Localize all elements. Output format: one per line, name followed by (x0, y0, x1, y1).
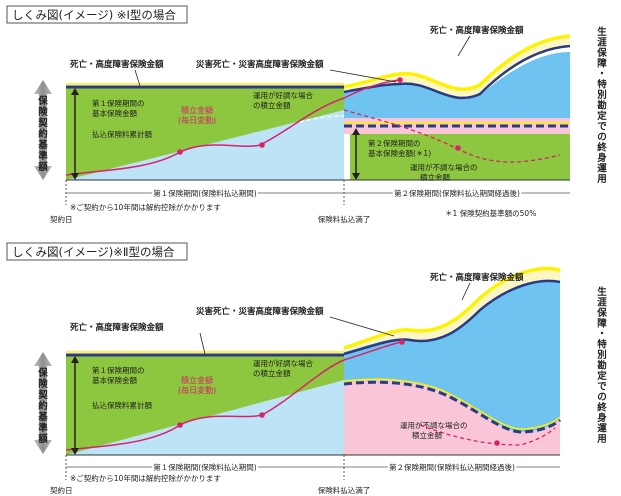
panel1-reserve-dot-4 (455, 145, 461, 151)
panel2-sky-area (344, 280, 560, 432)
panel1-death-left-leader (134, 69, 141, 87)
panel2-header: しくみ図(イメージ)※Ⅱ型の場合 (12, 245, 175, 259)
panel1-basic2-line2: 基本保険金額(＊1) (368, 148, 431, 158)
panel1-reserve-line (65, 79, 401, 176)
panel2-basic1-arrow (71, 356, 79, 455)
side-label-top: 生涯保障・特別勘定での終身運用 (596, 26, 607, 185)
panel2-reserve-dot-4 (494, 440, 500, 446)
panel1-sky-area (344, 52, 570, 124)
panel1-good-line2: の積立金額 (253, 100, 291, 110)
panel2-axis-label: 保険契約基準額 (37, 367, 48, 445)
panel1-disaster-benefit: 災害死亡・災害高度障害保険金額 (195, 59, 324, 70)
panel2-axis-arrow: 保険契約基準額 (34, 352, 52, 454)
panel1-reserve-line2: (毎日変動) (178, 115, 216, 125)
panel2-basic2-curve (343, 380, 562, 434)
panel1-bad-line1: 運用が不調な場合の (410, 162, 478, 172)
panel1-period2: 第２保険期間(保険料払込期間経過後) (394, 188, 520, 198)
panel2-death-leader (461, 282, 471, 301)
panel2-good-line2: の積立金額 (253, 368, 291, 378)
panel-type1: しくみ図(イメージ) ※Ⅰ型の場合 保険契約基準額 (6, 5, 571, 224)
panel1-header-box (6, 5, 188, 24)
panel2-reserve-dot-1 (177, 422, 183, 428)
panel2-contract-date: 契約日 (50, 485, 73, 495)
panel2-disaster-leader (329, 316, 395, 337)
panel1-death-leader (457, 35, 471, 57)
panel1-reserve-line1: 積立金額 (181, 105, 213, 115)
panel2-period1: 第１保険期間(保険料払込期間) (153, 462, 256, 472)
panel1-premium-total: 払込保険料累計額 (92, 129, 152, 139)
panel1-death-benefit-left: 死亡・高度障害保険金額 (69, 59, 164, 70)
panel2-basic1-line1: 第１保険期間の (92, 365, 145, 375)
panel1-good-line1: 運用が好調な場合 (253, 90, 313, 100)
panel2-bad-line1: 運用が不調な場合の (400, 420, 468, 430)
panel2-disaster-curve (343, 279, 561, 356)
panel1-footnote: ＊1 保険契約基準額の50% (445, 208, 536, 218)
panel2-death-curve (343, 266, 561, 350)
panel2-reserve-dot-3 (399, 339, 405, 345)
panel2-pink-area (344, 380, 560, 455)
panel2-reserve-line2: (毎日変動) (178, 385, 216, 395)
panel1-death-benefit: 死亡・高度障害保険金額 (429, 25, 524, 36)
panel1-basic1-line1: 第１保険期間の (92, 98, 145, 108)
panel1-reserve-dot-3 (397, 77, 403, 83)
side-label-bottom: 生涯保障・特別勘定での終身運用 (596, 286, 607, 445)
panel2-reserve-line1: 積立金額 (181, 375, 213, 385)
panel1-basic2-line1: 第２保険期間の (368, 138, 421, 148)
panel1-basic2-arrow (352, 128, 360, 180)
panel1-disaster-curve (343, 44, 571, 100)
panel1-basic1-arrow (71, 88, 79, 180)
panel2-disaster-benefit: 災害死亡・災害高度障害保険金額 (195, 306, 324, 317)
panel2-period2: 第２保険期間(保険料払込期間経過後) (389, 462, 515, 472)
panel1-reserve-dashed-white (299, 115, 345, 123)
panel2-reserve-bad-line (419, 424, 556, 446)
panel2-header-box (6, 242, 188, 261)
panel1-reserve-dot-2 (259, 142, 265, 148)
panel1-payment-end: 保険料払込満了 (318, 214, 371, 224)
panel1-bad-line2: 積立金額 (420, 172, 450, 182)
panel2-good-line1: 運用が好調な場合 (253, 358, 313, 368)
panel2-payment-end: 保険料払込満了 (318, 485, 371, 495)
panel1-basic1-line2: 基本保険金額 (92, 108, 137, 118)
panel1-axis-arrow: 保険契約基準額 (34, 80, 52, 180)
panel1-period1: 第１保険期間(保険料払込期間) (153, 188, 256, 198)
panel1-death-curve (343, 34, 571, 91)
panel2-death-benefit-left: 死亡・高度障害保険金額 (69, 322, 164, 333)
panel2-reserve-dot-2 (259, 412, 265, 418)
panel2-bad-line2: 積立金額 (412, 430, 442, 440)
panel-type2: しくみ図(イメージ)※Ⅱ型の場合 保険契約基準額 第１保 (6, 242, 562, 495)
panel1-contract-date: 契約日 (50, 214, 73, 224)
panel2-basic1-line2: 基本保険金額 (92, 375, 137, 385)
panel1-axis-label: 保険契約基準額 (37, 95, 48, 173)
panel2-basic2-curve-yellow (343, 378, 561, 430)
panel1-reserve-dot-1 (177, 149, 183, 155)
panel1-green-area2 (350, 134, 570, 180)
panel2-death-benefit: 死亡・高度障害保険金額 (429, 272, 524, 283)
panel2-note: ※ご契約から10年間は解約控除がかかります (70, 473, 221, 483)
panel1-header: しくみ図(イメージ) ※Ⅰ型の場合 (12, 8, 176, 22)
panel2-death-left-leader (199, 332, 206, 355)
panel1-disaster-leader (329, 69, 397, 83)
side-label: 生涯保障・特別勘定での終身運用 生涯保障・特別勘定での終身運用 (596, 26, 607, 445)
panel2-premium-total: 払込保険料累計額 (92, 400, 152, 410)
panel1-note: ※ご契約から10年間は解約控除がかかります (70, 202, 221, 212)
